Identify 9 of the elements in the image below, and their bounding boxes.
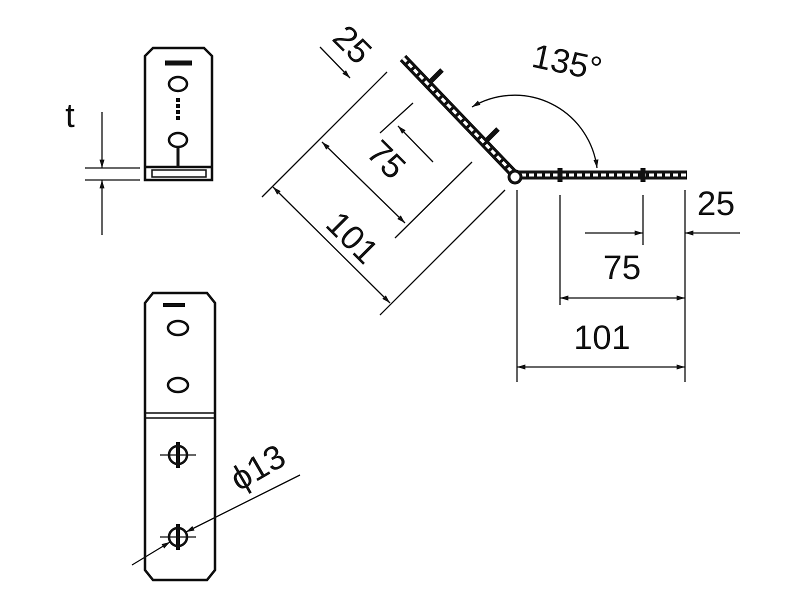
dimension-label: 25 [697,187,735,221]
dimension-label: 101 [320,206,384,270]
dimension-label: 75 [603,251,641,285]
angle-label: 135° [529,39,605,87]
diameter-label: ϕ13 [224,439,292,497]
thickness-label: t [65,99,75,133]
dimension-label: 101 [574,321,630,355]
dimension-label: 25 [326,20,378,70]
dimension-label: 75 [360,134,412,186]
